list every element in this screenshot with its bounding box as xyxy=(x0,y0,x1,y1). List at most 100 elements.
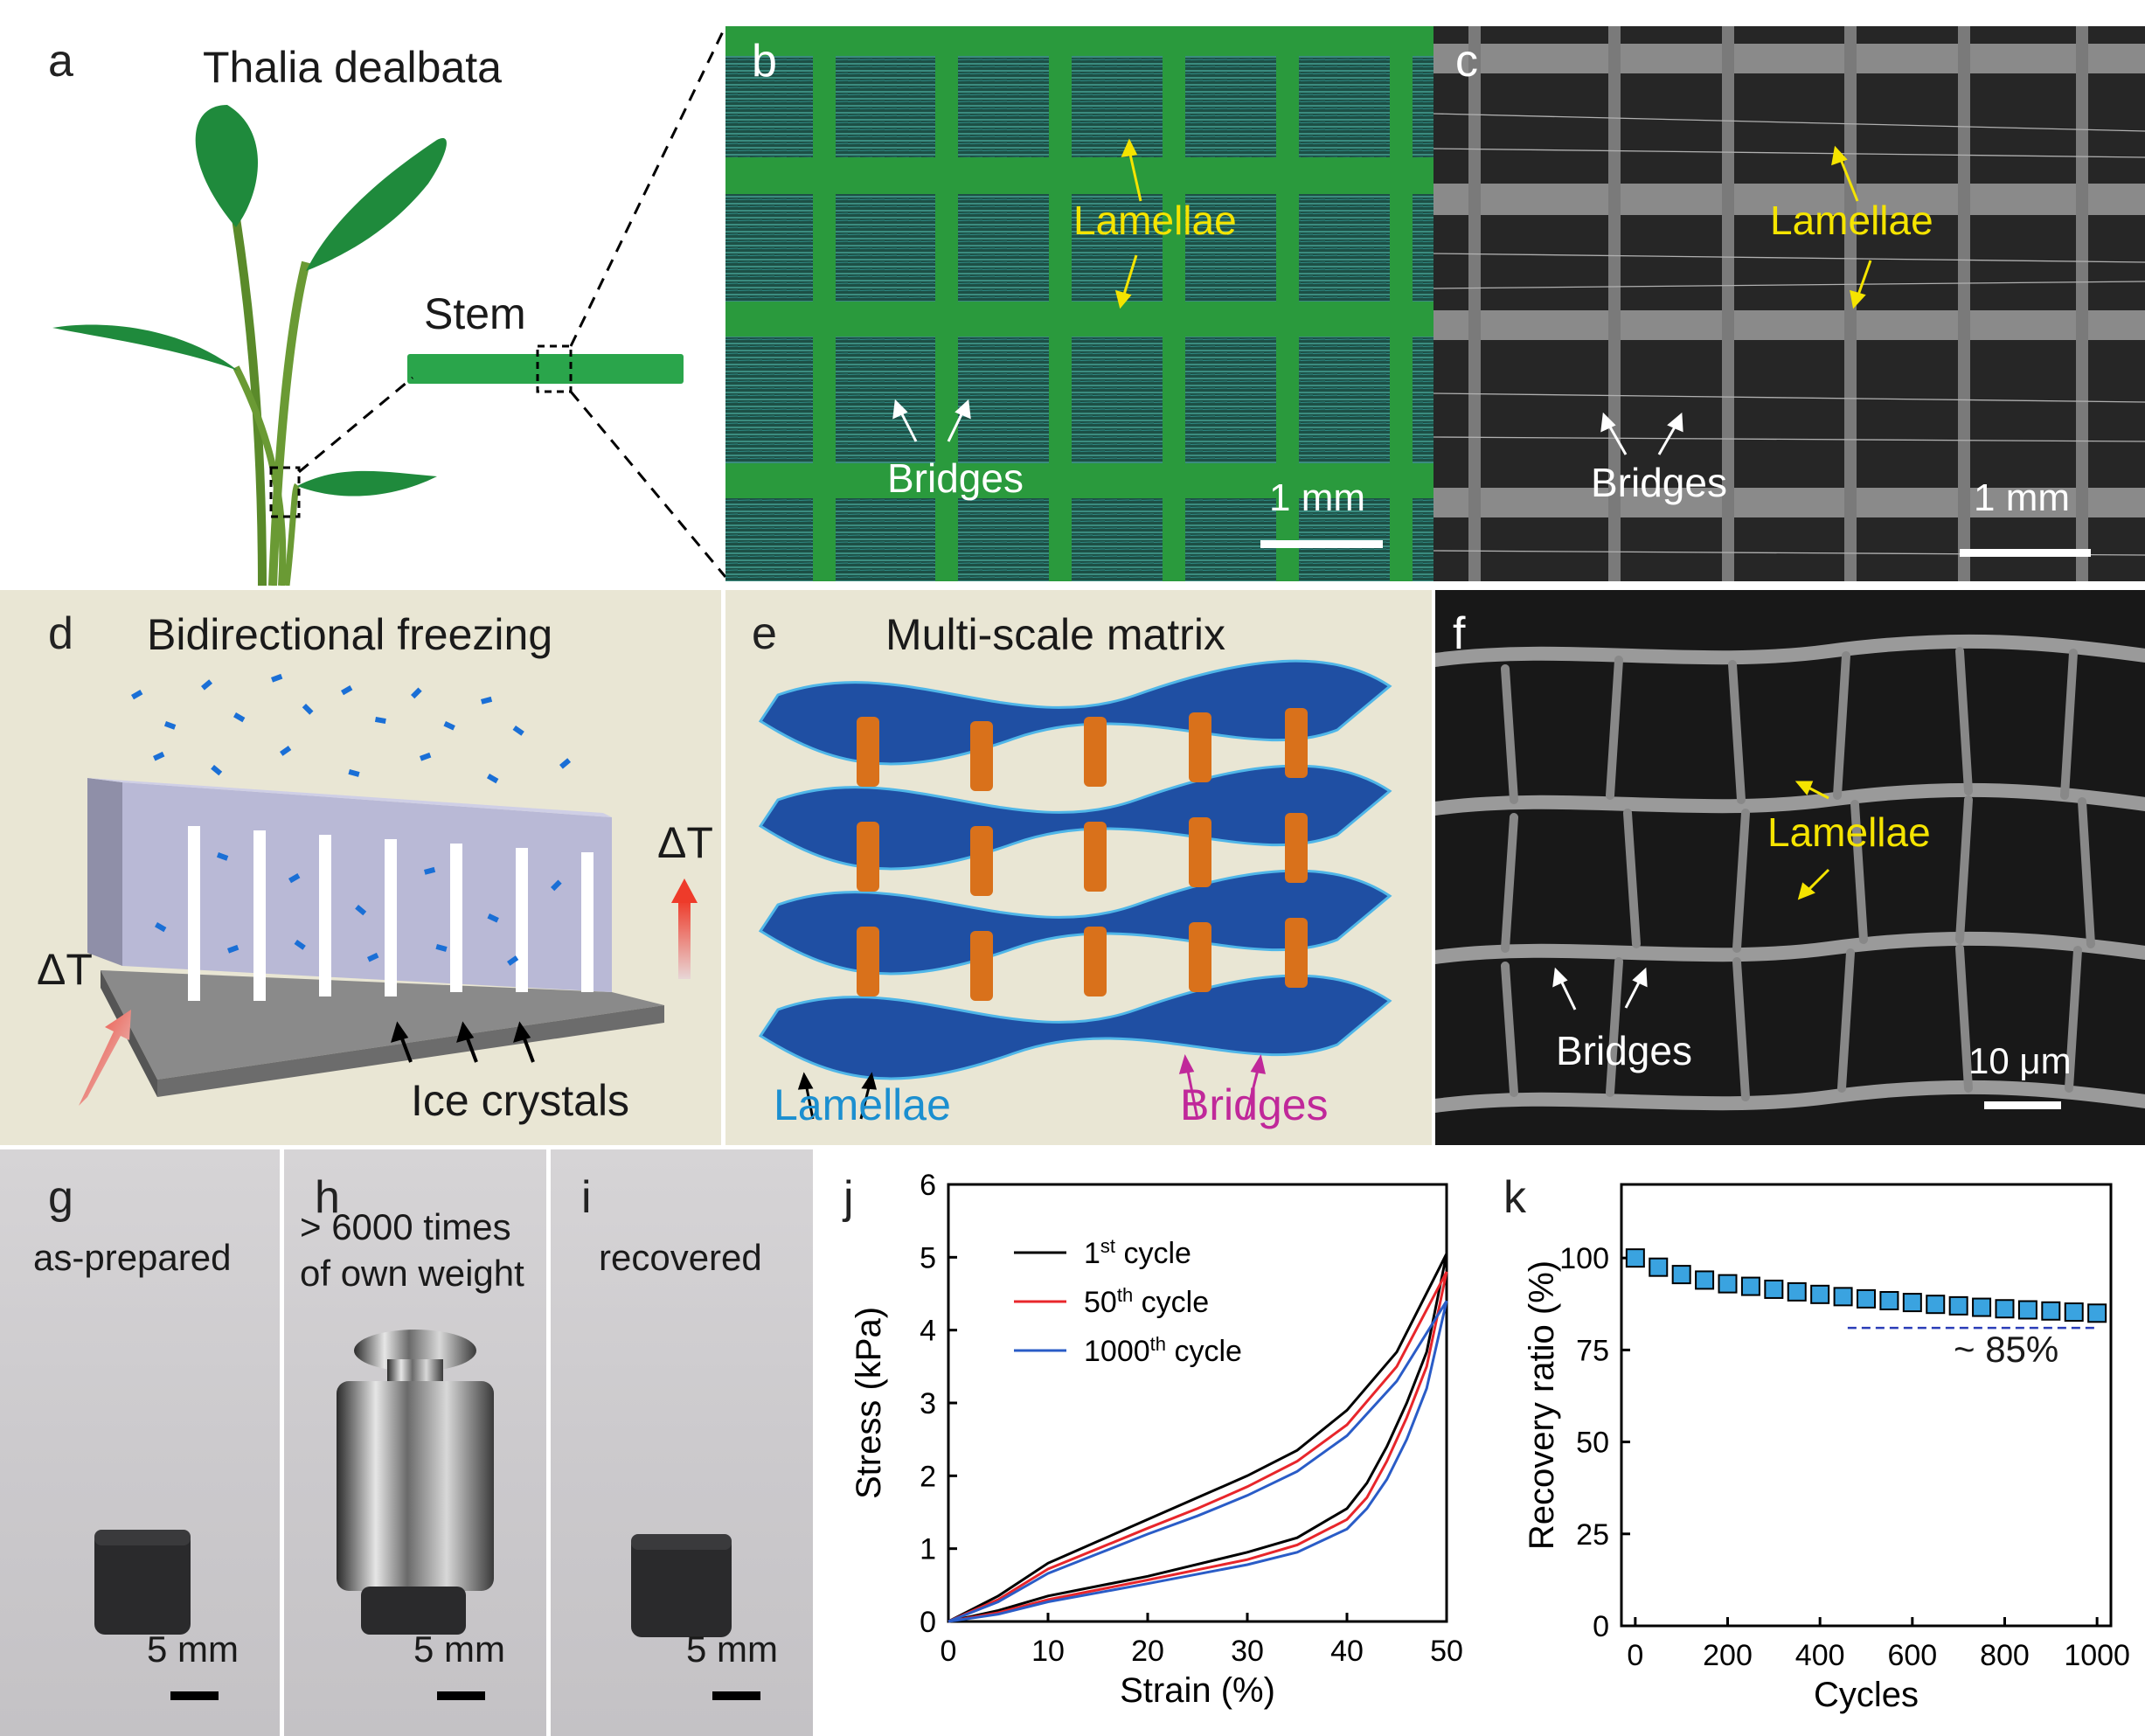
panel-label-e: e xyxy=(752,608,777,659)
y-tick-label: 2 xyxy=(920,1460,936,1493)
sample-caption: as-prepared xyxy=(33,1237,232,1278)
y-tick-label: 5 xyxy=(920,1241,936,1274)
data-point xyxy=(1857,1288,1876,1309)
panel-label-f: f xyxy=(1453,608,1466,659)
x-tick-label: 800 xyxy=(1980,1639,2030,1672)
legend-entry: 50th cycle xyxy=(1084,1284,1209,1319)
stem-zoom-box xyxy=(536,344,573,393)
scale-bar xyxy=(437,1691,485,1700)
scale-text: 5 mm xyxy=(686,1628,778,1670)
weight-body xyxy=(337,1381,494,1591)
stem-label: Stem xyxy=(424,289,526,338)
sample-cylinder xyxy=(94,1530,191,1635)
panel-label-d: d xyxy=(48,608,73,659)
y-tick-label: 1 xyxy=(920,1533,936,1566)
data-point xyxy=(1764,1279,1784,1299)
bridges-label: Bridges xyxy=(1591,460,1727,505)
scale-bar xyxy=(1984,1101,2061,1109)
scale-text: 5 mm xyxy=(413,1628,505,1670)
data-point xyxy=(1902,1293,1922,1313)
scale-text: 5 mm xyxy=(147,1628,239,1670)
y-tick-label: 4 xyxy=(920,1315,936,1348)
y-tick-label: 6 xyxy=(920,1169,936,1202)
stem-segment xyxy=(407,354,684,384)
panel-label-k: k xyxy=(1503,1172,1526,1223)
y-tick-label: 0 xyxy=(920,1606,936,1639)
data-point xyxy=(1625,1248,1645,1268)
data-point xyxy=(1926,1295,1946,1315)
lamella-sheets xyxy=(758,659,1392,1080)
scale-text: 10 μm xyxy=(1968,1040,2072,1081)
y-axis-label: Recovery ratio (%) xyxy=(1523,1260,1561,1550)
sample-caption: recovered xyxy=(599,1237,762,1278)
bridges-label: Bridges xyxy=(1556,1028,1692,1073)
panel-label-j: j xyxy=(843,1172,854,1223)
panel-label-b: b xyxy=(752,36,777,87)
series-curve-1 xyxy=(948,1253,1448,1623)
sample-cylinder xyxy=(631,1534,732,1637)
x-tick-label: 0 xyxy=(1627,1639,1643,1672)
schematic-title: Bidirectional freezing xyxy=(147,610,553,659)
x-tick-label: 0 xyxy=(941,1635,957,1668)
panel-label-g: g xyxy=(48,1172,73,1223)
panel-b: b Lamellae Bridges 1 mm xyxy=(725,26,1433,581)
scale-bar xyxy=(1960,549,2091,557)
loaded-sample-photo xyxy=(337,1330,494,1700)
ice-crystals-label: Ice crystals xyxy=(411,1076,630,1125)
panel-i: i recovered 5 mm xyxy=(551,1149,813,1736)
sample-photo xyxy=(94,1530,219,1700)
x-tick-label: 400 xyxy=(1795,1639,1845,1672)
scale-text: 1 mm xyxy=(1974,476,2070,519)
data-point xyxy=(2041,1301,2061,1321)
data-point xyxy=(2087,1303,2107,1323)
x-tick-label: 50 xyxy=(1430,1635,1463,1668)
lamellae-label: Lamellae xyxy=(774,1080,951,1129)
x-tick-label: 600 xyxy=(1887,1639,1937,1672)
schematic-title: Multi-scale matrix xyxy=(885,610,1225,659)
data-point xyxy=(2064,1302,2084,1323)
panel-f: f Lamellae Bridges 10 μm xyxy=(1435,590,2145,1145)
y-tick-label: 0 xyxy=(1593,1610,1609,1643)
panel-a: a Thalia dealbata Stem xyxy=(0,0,725,586)
x-tick-label: 1000 xyxy=(2064,1639,2130,1672)
panel-h: h > 6000 times of own weight 5 mm xyxy=(284,1149,546,1736)
panel-d: d Bidirectional freezing ΔT ΔT Ice cryst… xyxy=(0,590,721,1145)
data-point xyxy=(1671,1265,1691,1285)
lamellae-label: Lamellae xyxy=(1073,198,1237,243)
y-tick-label: 75 xyxy=(1576,1334,1609,1367)
x-tick-label: 20 xyxy=(1131,1635,1164,1668)
panel-label-i: i xyxy=(581,1172,592,1223)
weight-knob xyxy=(354,1330,476,1371)
x-tick-label: 30 xyxy=(1231,1635,1264,1668)
lamellae-label: Lamellae xyxy=(1767,809,1931,855)
y-tick-label: 50 xyxy=(1576,1427,1609,1460)
matrix-schematic xyxy=(758,659,1392,1120)
panel-c: c Lamellae Bridges 1 mm xyxy=(1433,26,2145,581)
x-axis-label: Cycles xyxy=(1814,1676,1919,1714)
data-point xyxy=(1695,1270,1715,1290)
x-axis-label: Strain (%) xyxy=(1120,1671,1275,1710)
recovered-sample-photo xyxy=(631,1534,760,1700)
panel-e: e Multi-scale matrix Lamellae Bridges xyxy=(725,590,1432,1145)
delta-t-left: ΔT xyxy=(37,945,93,994)
species-title: Thalia dealbata xyxy=(203,43,502,92)
stem-sem-image xyxy=(1433,26,2145,581)
stem-optical-micrograph xyxy=(725,26,1433,581)
load-caption-line1: > 6000 times xyxy=(300,1206,511,1247)
data-point xyxy=(1833,1287,1853,1307)
x-tick-label: 40 xyxy=(1330,1635,1364,1668)
data-point xyxy=(1787,1281,1807,1302)
legend-entry: 1st cycle xyxy=(1084,1235,1191,1270)
data-point xyxy=(1810,1284,1830,1304)
bridges-label: Bridges xyxy=(1180,1080,1329,1129)
bridges-label: Bridges xyxy=(887,455,1024,501)
freezing-schematic xyxy=(79,673,698,1106)
lamellae-label: Lamellae xyxy=(1770,198,1933,243)
panel-label-h: h xyxy=(315,1172,340,1223)
scale-bar xyxy=(712,1691,760,1700)
data-point xyxy=(1740,1276,1760,1296)
data-point xyxy=(1718,1274,1738,1294)
